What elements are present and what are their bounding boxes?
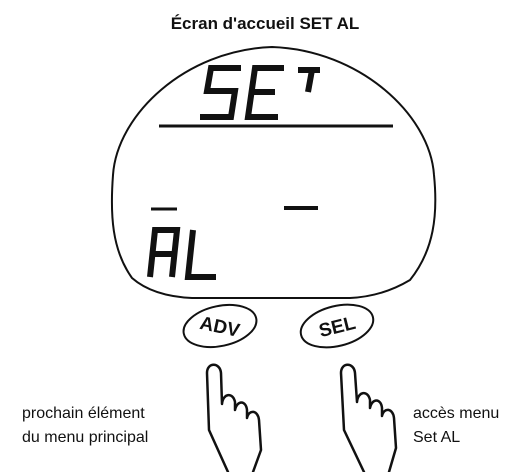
sel-caption-line-2: Set AL [413, 429, 461, 446]
adv-caption-line-1: prochain élément [22, 405, 145, 422]
lcd-screen-outline [110, 45, 437, 299]
lcd-glyph-t [298, 67, 320, 93]
sel-caption: accès menu Set AL [413, 402, 530, 450]
pointing-hand-icon [339, 363, 398, 472]
lcd-glyph-s [200, 65, 241, 120]
sel-button[interactable]: SEL [296, 298, 377, 355]
sel-caption-line-1: accès menu [413, 405, 500, 422]
adv-caption-line-2: du menu principal [22, 429, 149, 446]
lcd-glyph-l [184, 229, 216, 280]
lcd-glyph-a [147, 227, 181, 278]
sel-button-label: SEL [317, 313, 358, 342]
pointing-hand-icon [205, 363, 263, 472]
lcd-glyph-e [244, 65, 284, 120]
diagram-title: Écran d'accueil SET AL [170, 14, 360, 33]
adv-caption: prochain élément du menu principal [22, 402, 202, 450]
adv-button-label: ADV [198, 313, 242, 342]
adv-button[interactable]: ADV [180, 299, 261, 354]
